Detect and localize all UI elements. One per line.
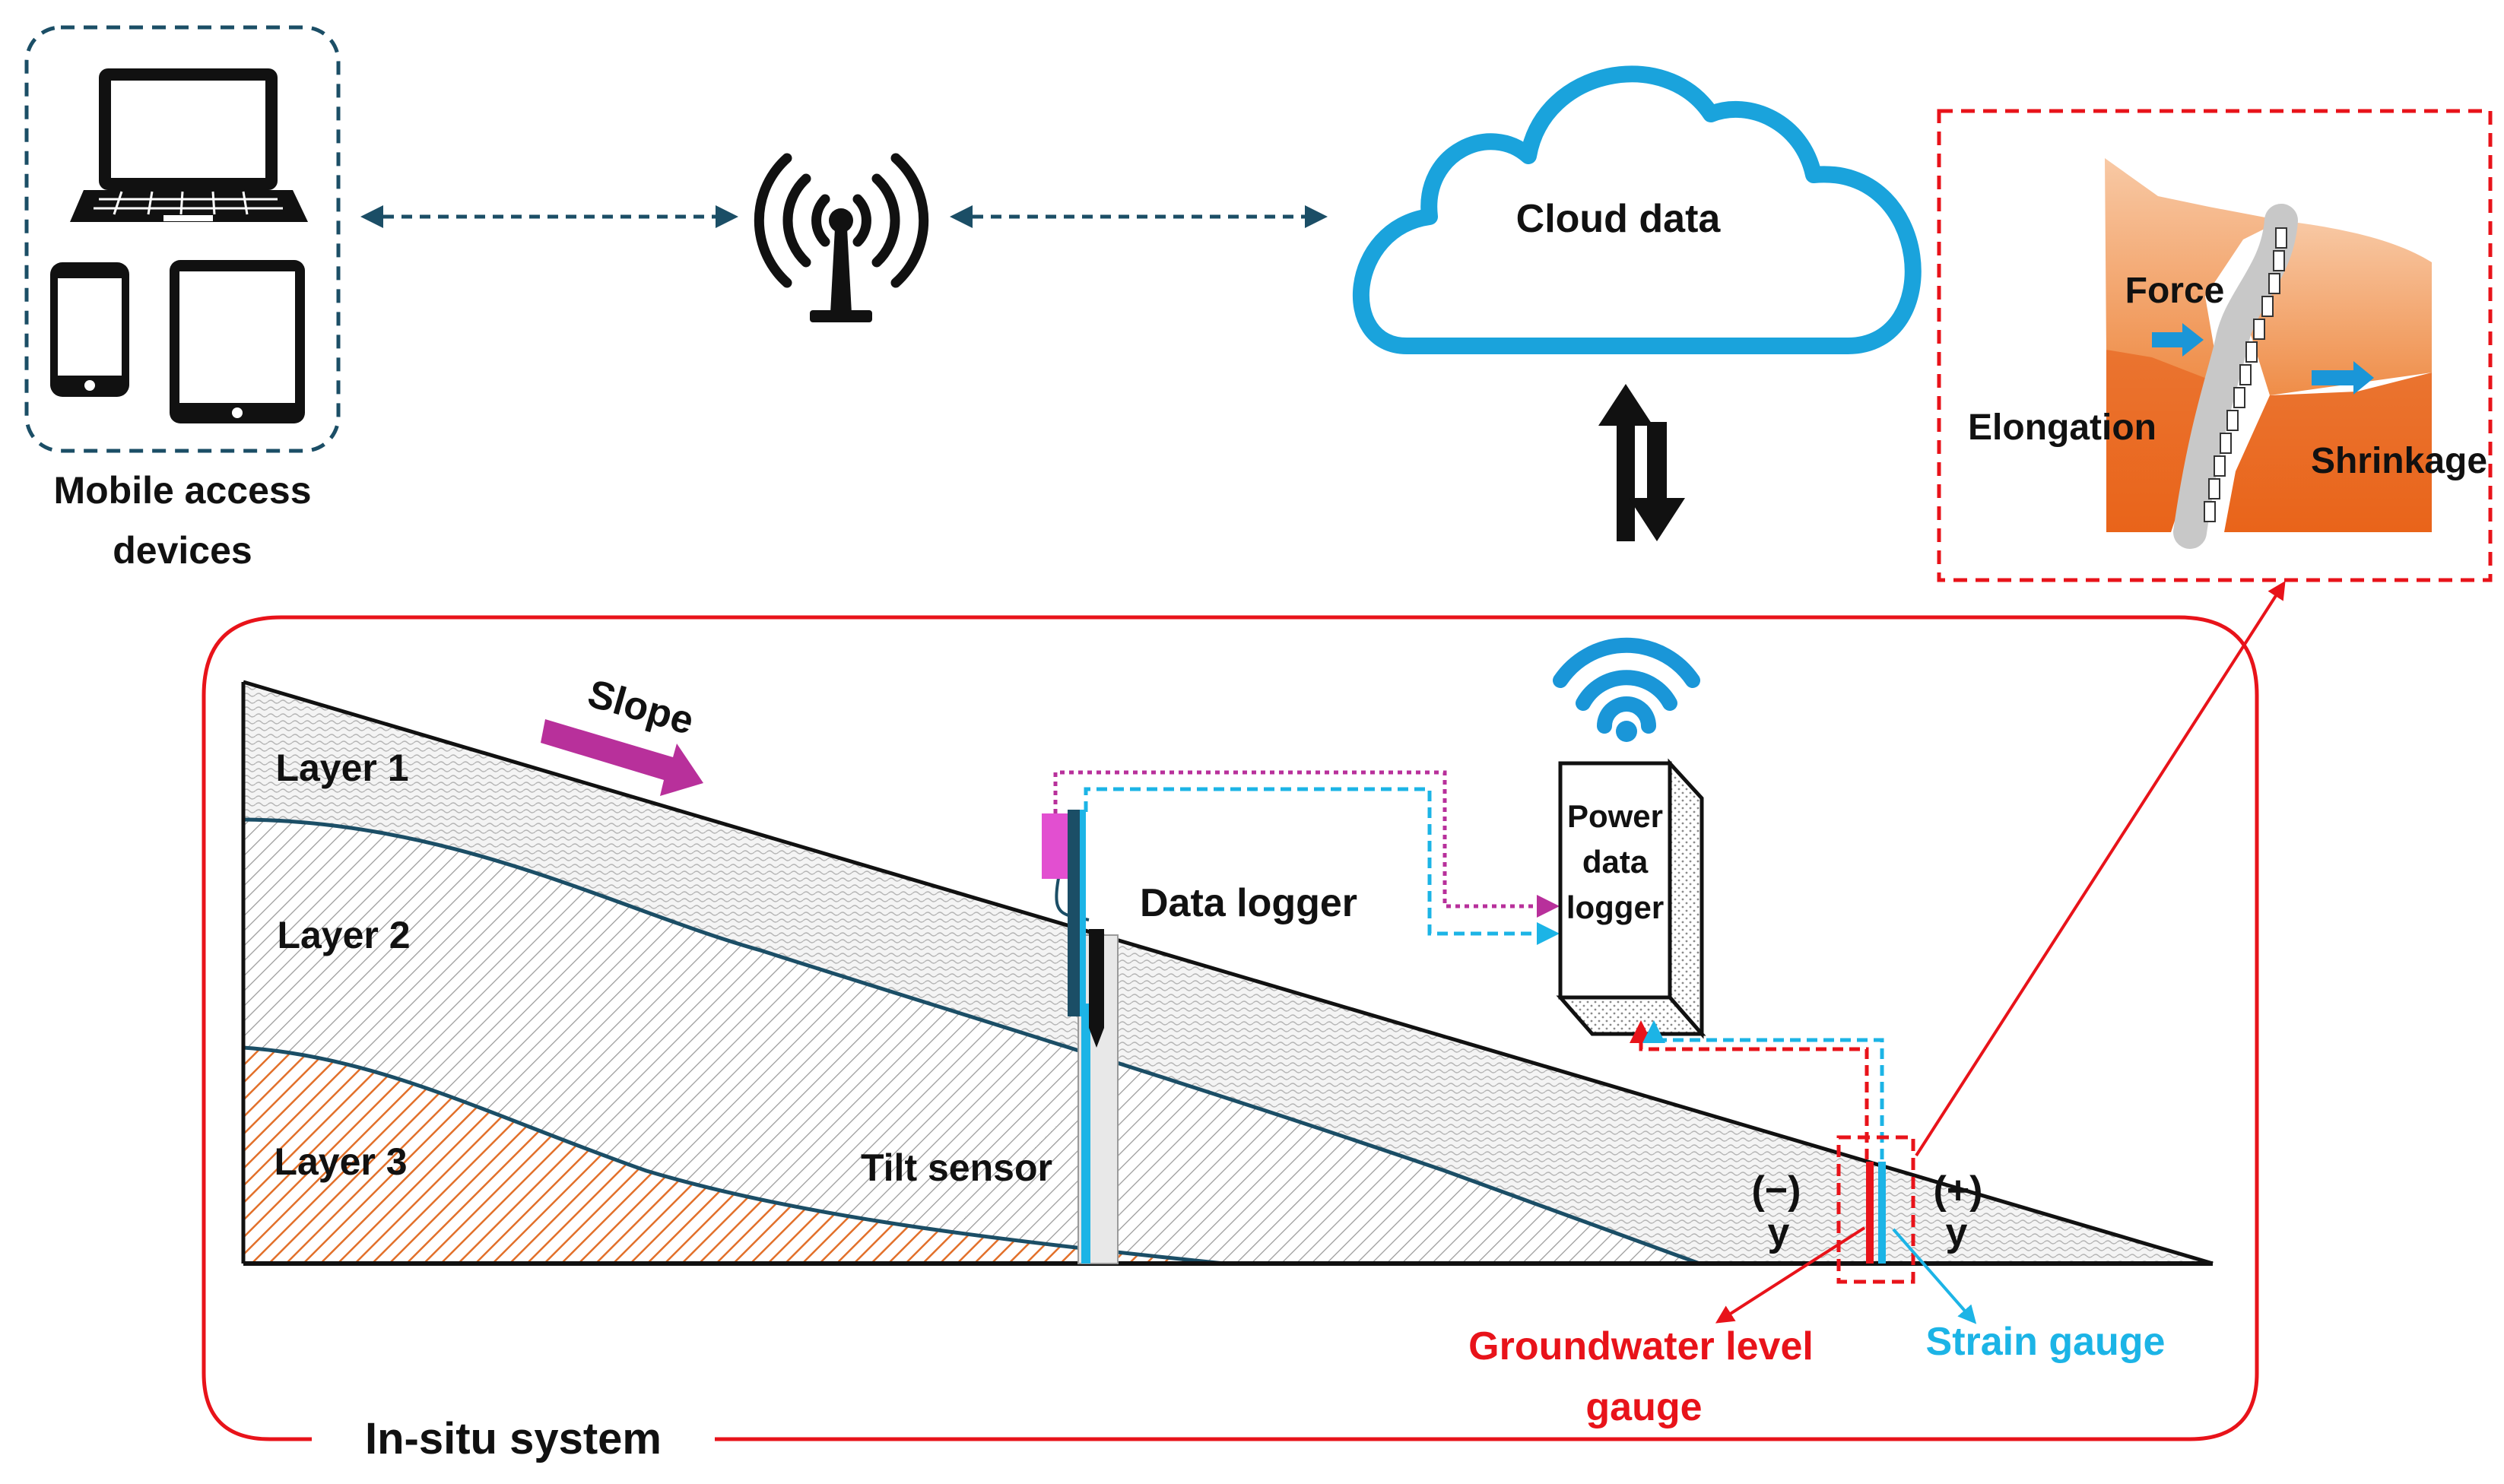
layer3-boundary <box>243 1045 1225 1266</box>
negative-direction-y: y <box>1768 1210 1790 1254</box>
inset-lower-left-block <box>2106 350 2220 532</box>
strain-gauge <box>1878 1162 1886 1264</box>
tilt-sensor-label: Tilt sensor <box>861 1146 1052 1189</box>
slope-cross-section: Slope Layer 1 Layer 2 Layer 3 Data logge… <box>241 580 2286 1429</box>
layer2-label: Layer 2 <box>277 914 410 956</box>
data-logger-label: Data logger <box>1140 881 1357 925</box>
mobile-devices-group: Mobile access devices <box>24 25 341 572</box>
positive-direction-sign: (+) <box>1934 1168 1983 1213</box>
inset-crack-gauge-segments <box>2204 227 2287 522</box>
layer1-label: Layer 1 <box>275 747 408 789</box>
laptop-icon <box>70 68 308 222</box>
slope-direction-arrow <box>541 719 703 796</box>
devices-label-line1: Mobile access <box>53 469 311 512</box>
layer2-soil <box>243 820 1699 1264</box>
force-arrow-left <box>2152 323 2204 357</box>
cyan-signal-line <box>1084 787 1560 945</box>
in-situ-system-label: In-situ system <box>365 1414 662 1463</box>
shrinkage-label: Shrinkage <box>2311 441 2487 481</box>
groundwater-label-line1: Groundwater level <box>1468 1324 1814 1368</box>
slope-label: Slope <box>583 671 699 744</box>
strain-callout-line <box>1892 1228 1977 1324</box>
inset-crack <box>2173 204 2298 549</box>
cloud-logger-transfer-arrows <box>1598 384 1685 541</box>
wifi-icon <box>1553 637 1700 742</box>
strain-signal-line <box>1642 1020 1884 1159</box>
layer3-label: Layer 3 <box>274 1140 407 1183</box>
data-logger-rod <box>1068 810 1080 1016</box>
layer3-soil <box>243 1048 1224 1264</box>
data-logger-sensor <box>1042 813 1068 879</box>
force-arrow-right <box>2312 361 2374 395</box>
strain-gauge-detail-inset: Force Elongation Shrinkage <box>1937 109 2493 582</box>
inset-upper-left-block <box>2105 158 2281 384</box>
groundwater-label-line2: gauge <box>1585 1385 1702 1429</box>
devices-label-line2: devices <box>113 529 252 572</box>
groundwater-signal-line <box>1630 1020 1869 1159</box>
download-arrow <box>1629 422 1685 541</box>
groundwater-level-gauge <box>1866 1162 1874 1264</box>
gauge-dashed-box <box>1836 1135 1915 1284</box>
power-logger-label-line3: logger <box>1566 889 1664 925</box>
tilt-sensor-body <box>1089 929 1104 1028</box>
power-logger-front <box>1558 761 1672 1000</box>
tilt-sensor-tip <box>1089 1028 1104 1048</box>
cloud-label: Cloud data <box>1516 197 1722 241</box>
negative-direction-sign: (−) <box>1752 1168 1801 1213</box>
positive-direction-y: y <box>1946 1210 1968 1254</box>
power-logger-label-line1: Power <box>1567 798 1663 834</box>
smartphone-icon <box>50 262 129 397</box>
inset-lower-right-block <box>2224 373 2432 532</box>
groundwater-callout-line <box>1715 1226 1866 1324</box>
in-situ-system-frame <box>202 615 2259 1441</box>
inset-dashed-frame <box>1937 109 2493 582</box>
power-data-logger: Power data logger <box>1556 758 1706 1039</box>
devices-dashed-frame <box>24 25 341 453</box>
tilt-sensor-cable <box>1081 1004 1090 1264</box>
tablet-icon <box>170 260 305 423</box>
upload-arrow <box>1598 384 1653 541</box>
inset-callout-line <box>1915 580 2286 1157</box>
cloud-shape: Cloud data <box>1353 65 1922 354</box>
inset-upper-right-block <box>2251 220 2432 395</box>
antenna-icon <box>754 153 929 322</box>
data-logger-rod-cyan <box>1080 810 1086 1016</box>
power-logger-side <box>1668 758 1704 1039</box>
strain-gauge-label: Strain gauge <box>1926 1320 2166 1364</box>
elongation-label: Elongation <box>1968 407 2156 448</box>
layer2-boundary <box>243 817 1700 1266</box>
power-logger-label-line2: data <box>1582 844 1649 880</box>
force-label: Force <box>2125 271 2225 311</box>
magenta-signal-line <box>1053 770 1560 918</box>
